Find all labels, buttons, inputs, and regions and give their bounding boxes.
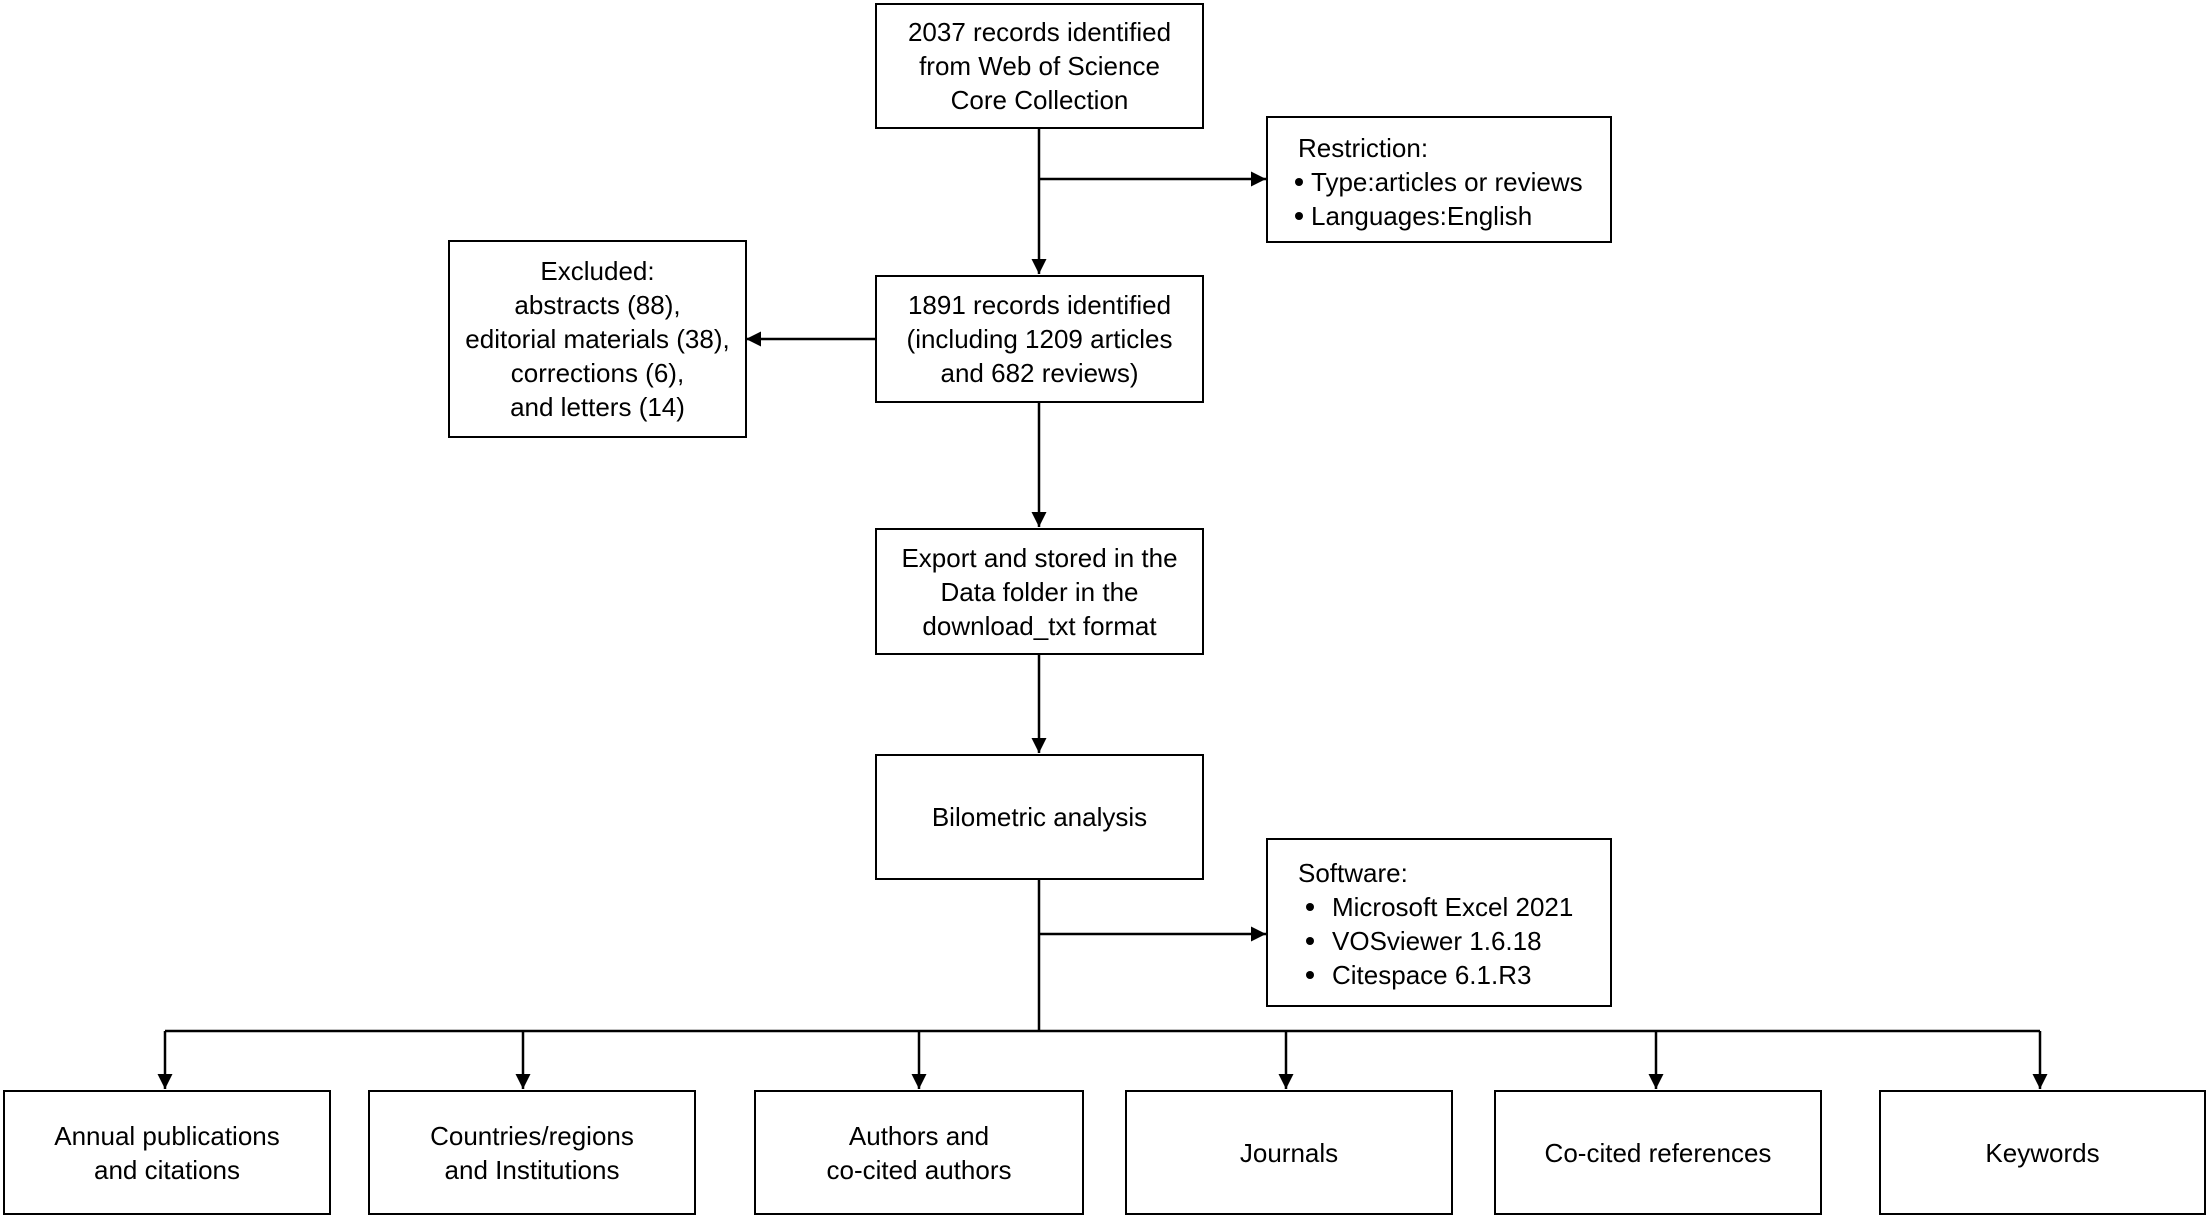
export-line-1: Export and stored in the xyxy=(901,542,1178,573)
bullet-icon xyxy=(1306,937,1314,945)
identified-records-box: 1891 records identified (including 1209 … xyxy=(875,275,1204,403)
software-item-label: Citespace 6.1.R3 xyxy=(1332,960,1532,990)
output-line: Countries/regions xyxy=(430,1120,634,1151)
output-journals: Journals xyxy=(1125,1090,1453,1215)
bullet-icon xyxy=(1306,971,1314,979)
wos-records-box: 2037 records identified from Web of Scie… xyxy=(875,3,1204,129)
excluded-line-1: Excluded: xyxy=(540,256,655,286)
identified-line-2: (including 1209 articles xyxy=(906,324,1173,354)
software-item: Citespace 6.1.R3 xyxy=(1306,958,1531,992)
restriction-item: Languages:English xyxy=(1295,199,1532,233)
output-line: Authors and xyxy=(848,1120,990,1151)
restriction-title: Restriction: xyxy=(1298,133,1429,163)
excluded-box: Excluded: abstracts (88), editorial mate… xyxy=(448,240,747,438)
excluded-line-3: editorial materials (38), xyxy=(465,324,730,354)
output-line: Co-cited references xyxy=(1544,1137,1772,1168)
software-box: Software: Microsoft Excel 2021 VOSviewer… xyxy=(1266,838,1612,1007)
excluded-line-2: abstracts (88), xyxy=(514,290,681,320)
output-authors: Authors and co-cited authors xyxy=(754,1090,1084,1215)
restriction-item-label: Type:articles or reviews xyxy=(1311,167,1583,197)
bullet-icon xyxy=(1306,903,1314,911)
export-line-2: Data folder in the xyxy=(940,576,1139,607)
output-cocited-references: Co-cited references xyxy=(1494,1090,1822,1215)
restriction-item-label: Languages:English xyxy=(1311,201,1533,231)
output-keywords: Keywords xyxy=(1879,1090,2206,1215)
restriction-item: Type:articles or reviews xyxy=(1295,165,1583,199)
output-annual-publications: Annual publications and citations xyxy=(3,1090,331,1215)
software-item-label: Microsoft Excel 2021 xyxy=(1332,892,1574,922)
identified-line-1: 1891 records identified xyxy=(907,290,1172,320)
output-line: and citations xyxy=(94,1154,240,1185)
identified-line-3: and 682 reviews) xyxy=(940,358,1139,388)
software-item-label: VOSviewer 1.6.18 xyxy=(1332,926,1542,956)
wos-records-line-3: Core Collection xyxy=(950,85,1129,115)
analysis-label: Bilometric analysis xyxy=(931,802,1148,832)
output-line: Keywords xyxy=(1985,1137,2100,1168)
restriction-box: Restriction: Type:articles or reviews La… xyxy=(1266,116,1612,243)
wos-records-line-1: 2037 records identified xyxy=(907,17,1172,47)
export-line-3: download_txt format xyxy=(922,610,1157,641)
bullet-icon xyxy=(1295,178,1303,186)
software-item: Microsoft Excel 2021 xyxy=(1306,890,1573,924)
output-line: Journals xyxy=(1239,1137,1339,1168)
output-line: and Institutions xyxy=(444,1154,620,1185)
export-box: Export and stored in the Data folder in … xyxy=(875,528,1204,655)
software-title: Software: xyxy=(1298,858,1408,888)
software-item: VOSviewer 1.6.18 xyxy=(1306,924,1542,958)
output-line: co-cited authors xyxy=(826,1154,1012,1185)
wos-records-line-2: from Web of Science xyxy=(919,51,1160,81)
bullet-icon xyxy=(1295,212,1303,220)
excluded-line-5: and letters (14) xyxy=(510,392,685,422)
excluded-line-4: corrections (6), xyxy=(510,358,685,388)
output-line: Annual publications xyxy=(54,1120,280,1151)
output-countries-institutions: Countries/regions and Institutions xyxy=(368,1090,696,1215)
analysis-box: Bilometric analysis xyxy=(875,754,1204,880)
